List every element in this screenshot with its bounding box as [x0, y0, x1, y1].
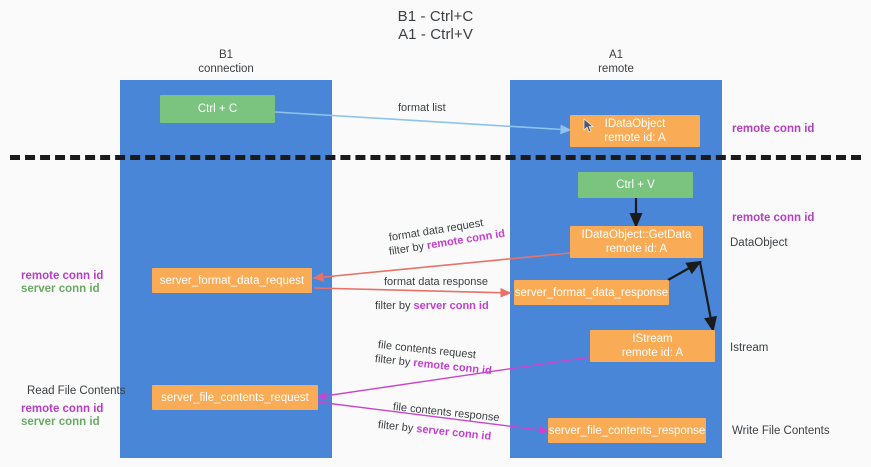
filter-highlight-server-conn-id: server conn id: [415, 423, 492, 443]
phase-divider: [10, 155, 861, 160]
column-header-a1-name: A1: [608, 49, 624, 61]
node-server-format-data-response[interactable]: server_format_data_response: [514, 280, 669, 305]
annotation-right-dataobject: DataObject: [730, 237, 788, 249]
column-header-b1: B1 connection: [120, 48, 332, 76]
node-getdata-label: IDataObject::GetData: [581, 229, 692, 241]
annotation-right-remote-conn-id-mid: remote conn id: [732, 212, 815, 224]
annotation-left-server-conn-id-1: server conn id: [21, 283, 100, 295]
edge-label-format-data-response-filter: filter by server conn id: [375, 299, 489, 313]
column-header-b1-name: B1: [218, 49, 234, 61]
edge-label-format-list: format list: [398, 102, 446, 114]
annotation-left-remote-conn-id-1: remote conn id: [21, 270, 104, 282]
mouse-cursor-icon: [583, 118, 594, 133]
filter-highlight-remote-conn-id: remote conn id: [412, 357, 493, 378]
filter-prefix: filter by: [374, 353, 414, 369]
annotation-right-write-file-contents: Write File Contents: [732, 425, 830, 437]
edge-label-format-data-response: format data response: [384, 276, 488, 288]
filter-highlight-server-conn-id: server conn id: [413, 300, 489, 312]
filter-prefix: filter by: [375, 300, 414, 312]
node-ctrl-c[interactable]: Ctrl + C: [160, 95, 275, 123]
page-title-line2: A1 - Ctrl+V: [398, 26, 473, 43]
column-header-a1: A1 remote: [510, 48, 722, 76]
annotation-right-istream: Istream: [730, 342, 769, 354]
node-istream-label: IStream: [632, 333, 673, 345]
node-server-format-data-request-label: server_format_data_request: [159, 274, 305, 287]
column-header-b1-sub: connection: [198, 63, 254, 75]
node-idataobject-getdata[interactable]: IDataObject::GetData remote id: A: [570, 226, 703, 258]
annotation-left-server-conn-id-2: server conn id: [21, 416, 100, 428]
node-idataobject[interactable]: IDataObject remote id: A: [570, 115, 700, 147]
annotation-right-remote-conn-id-top: remote conn id: [732, 123, 815, 135]
node-getdata-sub: remote id: A: [605, 243, 668, 255]
filter-prefix: filter by: [377, 419, 417, 435]
node-server-file-contents-response-label: server_file_contents_response: [548, 424, 706, 437]
annotation-left-read-file-contents: Read File Contents: [27, 385, 126, 397]
node-ctrl-v[interactable]: Ctrl + V: [578, 172, 693, 198]
node-idataobject-label: IDataObject: [604, 118, 666, 130]
node-istream[interactable]: IStream remote id: A: [590, 330, 715, 362]
node-ctrl-c-label: Ctrl + C: [197, 103, 238, 115]
node-server-file-contents-request-label: server_file_contents_request: [161, 391, 309, 404]
node-server-file-contents-request[interactable]: server_file_contents_request: [152, 385, 318, 410]
node-server-format-data-response-label: server_format_data_response: [514, 286, 669, 299]
node-istream-sub: remote id: A: [621, 347, 684, 359]
node-server-file-contents-response[interactable]: server_file_contents_response: [548, 418, 706, 443]
column-header-a1-sub: remote: [598, 63, 634, 75]
node-server-format-data-request[interactable]: server_format_data_request: [152, 268, 312, 293]
node-idataobject-sub: remote id: A: [604, 132, 666, 144]
page-title-line1: B1 - Ctrl+C: [397, 8, 474, 25]
annotation-left-remote-conn-id-2: remote conn id: [21, 403, 104, 415]
node-ctrl-v-label: Ctrl + V: [616, 179, 655, 191]
